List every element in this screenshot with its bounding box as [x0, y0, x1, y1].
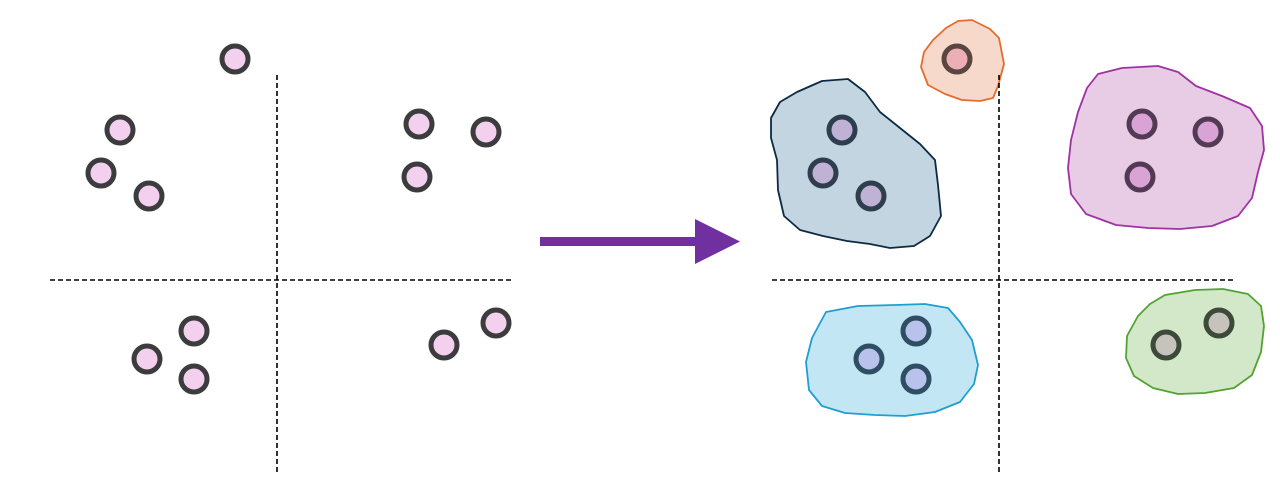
- clustered-point: [1192, 116, 1224, 148]
- cluster-blob-light-blue: [805, 303, 979, 417]
- clustered-point: [941, 43, 973, 75]
- transform-arrow: [540, 219, 740, 264]
- data-point: [428, 329, 460, 361]
- clustered-point: [1203, 307, 1235, 339]
- data-point: [104, 114, 136, 146]
- data-point: [480, 307, 512, 339]
- data-point: [178, 363, 210, 395]
- clustered-point: [1126, 108, 1158, 140]
- clustered-point: [1150, 329, 1182, 361]
- cluster-blob-green: [1125, 288, 1265, 395]
- clustered-point: [900, 363, 932, 395]
- clustered-point: [853, 343, 885, 375]
- data-point: [131, 343, 163, 375]
- data-point: [178, 315, 210, 347]
- data-point: [403, 108, 435, 140]
- data-point: [133, 180, 165, 212]
- clustered-point: [855, 180, 887, 212]
- data-point: [85, 157, 117, 189]
- left-points: [85, 43, 512, 395]
- arrow-head: [695, 219, 740, 264]
- clustered-point: [900, 315, 932, 347]
- clustered-point: [826, 114, 858, 146]
- clustered-point: [807, 157, 839, 189]
- right-panel: [770, 19, 1265, 472]
- data-point: [219, 43, 251, 75]
- left-panel: [50, 43, 512, 472]
- clustered-point: [1124, 161, 1156, 193]
- cluster-blob-purple: [1067, 65, 1265, 230]
- cluster-blob-dark-blue: [770, 78, 942, 249]
- data-point: [401, 161, 433, 193]
- arrow-shaft: [540, 237, 700, 246]
- data-point: [470, 116, 502, 148]
